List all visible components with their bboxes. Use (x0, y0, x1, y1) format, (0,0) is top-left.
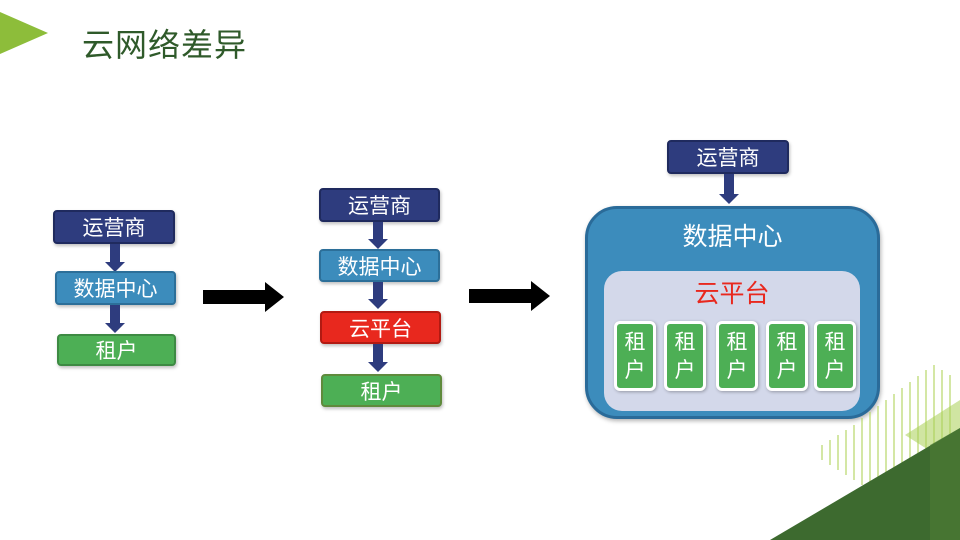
datacenter-label: 数据中心 (682, 222, 783, 251)
tenant-box: 租户 (321, 374, 442, 407)
tenant-box: 租 户 (814, 321, 856, 391)
tenant-char: 租 (624, 330, 646, 354)
tenant-char: 户 (776, 358, 798, 382)
cloud-platform-box: 云平台 (320, 311, 441, 344)
datacenter-container: 数据中心 云平台 租 户 租 户 租 户 租 户 租 户 (585, 206, 880, 419)
tenant-box: 租 户 (716, 321, 758, 391)
cloud-platform-container: 云平台 租 户 租 户 租 户 租 户 租 户 (604, 271, 860, 411)
corner-decoration (770, 365, 960, 540)
right-arrow-icon (203, 282, 284, 312)
tenant-char: 租 (726, 330, 748, 354)
tenant-char: 户 (624, 358, 646, 382)
datacenter-box: 数据中心 (55, 271, 176, 305)
right-arrow-icon (469, 281, 550, 311)
operator-box: 运营商 (53, 210, 175, 244)
tenant-char: 租 (824, 330, 846, 354)
tenant-box: 租 户 (766, 321, 808, 391)
tenant-box: 租 户 (614, 321, 656, 391)
title-marker-triangle (0, 12, 48, 54)
tenant-char: 租 (776, 330, 798, 354)
operator-box: 运营商 (319, 188, 440, 222)
tenant-char: 租 (674, 330, 696, 354)
datacenter-box: 数据中心 (319, 249, 440, 282)
page-title: 云网络差异 (82, 26, 248, 64)
operator-box: 运营商 (667, 140, 789, 174)
tenant-char: 户 (674, 358, 696, 382)
tenant-box: 租户 (57, 334, 176, 366)
cloud-platform-label: 云平台 (694, 279, 770, 308)
tenant-char: 户 (726, 358, 748, 382)
tenant-box: 租 户 (664, 321, 706, 391)
tenant-char: 户 (824, 358, 846, 382)
